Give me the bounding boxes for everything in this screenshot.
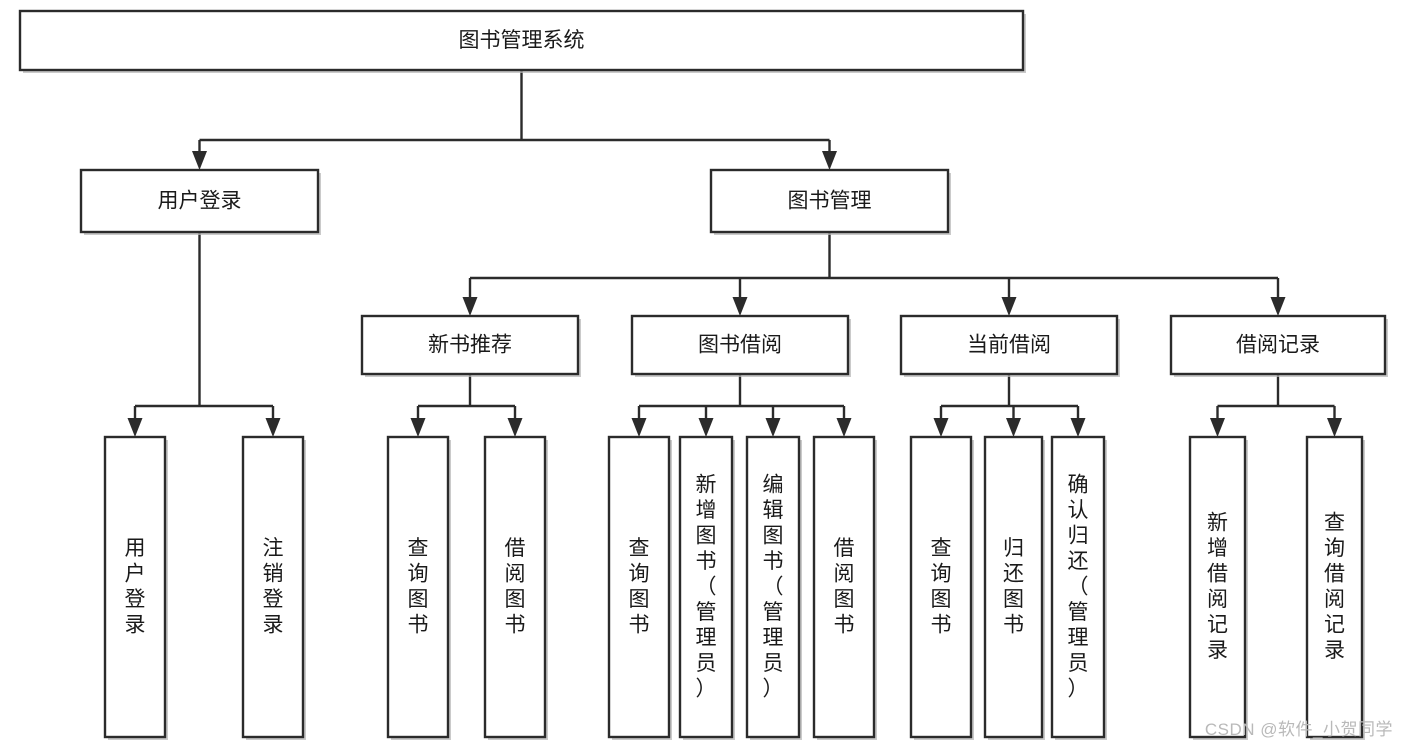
node-level2-0[interactable]: 用户登录 — [79, 168, 321, 235]
node-leaf-0[interactable]: 用户登录 — [103, 435, 168, 740]
node-leaf-1[interactable]: 注销登录 — [241, 435, 306, 740]
node-box[interactable] — [909, 435, 973, 739]
node-label: 借阅图书 — [505, 537, 526, 637]
node-label: 新增借阅记录 — [1207, 512, 1228, 663]
node-label: 新增图书（管理员） — [696, 473, 717, 700]
node-leaf-6[interactable]: 编辑图书（管理员） — [745, 435, 802, 740]
node-box[interactable] — [360, 314, 580, 376]
node-label: 查询图书 — [629, 537, 650, 637]
node-leaf-8[interactable]: 查询图书 — [909, 435, 974, 740]
node-label: 借阅图书 — [834, 537, 855, 637]
node-box[interactable] — [483, 435, 547, 739]
node-leaf-2[interactable]: 查询图书 — [386, 435, 451, 740]
node-label: 注销登录 — [263, 537, 284, 637]
node-leaf-12[interactable]: 查询借阅记录 — [1305, 435, 1365, 740]
node-leaf-3[interactable]: 借阅图书 — [483, 435, 548, 740]
node-box[interactable] — [630, 314, 850, 376]
node-level3-1[interactable]: 图书借阅 — [630, 314, 851, 377]
node-leaf-10[interactable]: 确认归还（管理员） — [1050, 435, 1107, 740]
node-level3-2[interactable]: 当前借阅 — [899, 314, 1120, 377]
node-label: 新书推荐 — [428, 334, 512, 357]
node-label: 归还图书 — [1003, 537, 1024, 637]
node-label: 编辑图书（管理员） — [763, 473, 784, 700]
node-label: 查询图书 — [931, 537, 952, 637]
connector-edges — [127, 70, 1342, 437]
node-leaf-7[interactable]: 借阅图书 — [812, 435, 877, 740]
node-box[interactable] — [103, 435, 167, 739]
node-box[interactable] — [386, 435, 450, 739]
node-box[interactable] — [812, 435, 876, 739]
node-box[interactable] — [607, 435, 671, 739]
node-box[interactable] — [1188, 435, 1247, 739]
node-box[interactable] — [1305, 435, 1364, 739]
node-box[interactable] — [709, 168, 950, 234]
node-box[interactable] — [18, 9, 1025, 72]
node-level3-3[interactable]: 借阅记录 — [1169, 314, 1388, 377]
node-leaf-4[interactable]: 查询图书 — [607, 435, 672, 740]
node-leaf-9[interactable]: 归还图书 — [983, 435, 1045, 740]
node-label: 用户登录 — [125, 537, 146, 637]
node-label: 图书借阅 — [698, 334, 782, 357]
node-leaf-11[interactable]: 新增借阅记录 — [1188, 435, 1248, 740]
node-label: 确认归还（管理员） — [1068, 473, 1089, 700]
node-label: 借阅记录 — [1236, 334, 1320, 357]
node-leaf-5[interactable]: 新增图书（管理员） — [678, 435, 735, 740]
node-label: 用户登录 — [158, 190, 242, 213]
node-label: 图书管理 — [788, 190, 872, 213]
node-box[interactable] — [899, 314, 1119, 376]
node-box[interactable] — [79, 168, 320, 234]
node-box[interactable] — [1050, 435, 1106, 739]
csdn-watermark: CSDN @软件_小贺同学 — [1204, 720, 1393, 739]
node-level2-1[interactable]: 图书管理 — [709, 168, 951, 235]
node-box[interactable] — [1169, 314, 1387, 376]
diagram-nodes: 图书管理系统用户登录图书管理新书推荐图书借阅当前借阅借阅记录用户登录注销登录查询… — [18, 9, 1388, 740]
node-root-0[interactable]: 图书管理系统 — [18, 9, 1026, 73]
node-label: 查询借阅记录 — [1324, 512, 1345, 663]
node-box[interactable] — [678, 435, 734, 739]
node-box[interactable] — [983, 435, 1044, 739]
node-label: 查询图书 — [408, 537, 429, 637]
node-level3-0[interactable]: 新书推荐 — [360, 314, 581, 377]
node-label: 图书管理系统 — [459, 29, 585, 52]
node-label: 当前借阅 — [967, 334, 1051, 357]
node-box[interactable] — [241, 435, 305, 739]
node-box[interactable] — [745, 435, 801, 739]
